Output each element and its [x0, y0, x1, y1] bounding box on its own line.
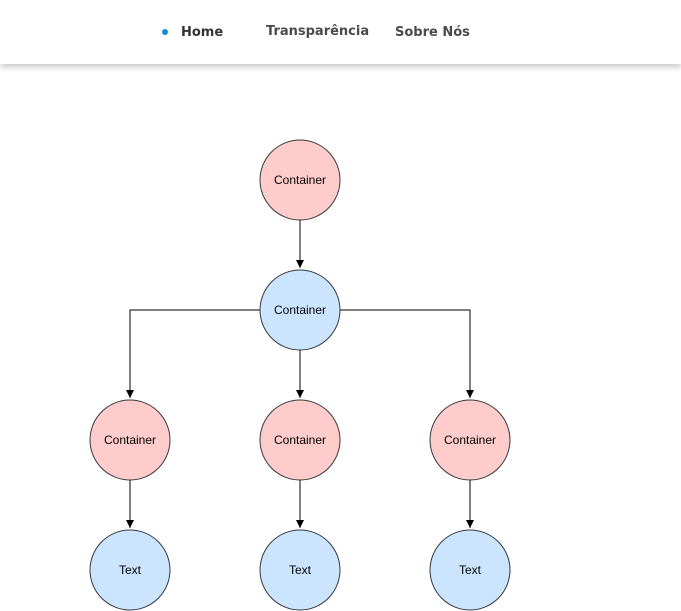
node-right-container: Container — [429, 399, 511, 481]
node-right-container-label: Container — [444, 433, 496, 447]
node-center-text-label: Text — [289, 563, 312, 577]
edge-middle-to-left-container — [126, 309, 260, 398]
node-middle-container: Container — [259, 269, 341, 351]
nav-home-link[interactable]: Home — [181, 24, 224, 40]
nav-sobre-nos-link[interactable]: Sobre Nós — [395, 24, 470, 40]
active-indicator-dot — [162, 29, 168, 35]
node-right-text-label: Text — [459, 563, 482, 577]
edge-middle-to-right-container — [340, 309, 474, 398]
node-left-container-label: Container — [104, 433, 156, 447]
connectors — [126, 220, 474, 528]
node-middle-label: Container — [274, 303, 326, 317]
node-left-container: Container — [89, 399, 171, 481]
node-left-text-label: Text — [119, 563, 142, 577]
nav-transparencia-link[interactable]: Transparência — [266, 23, 370, 39]
node-root-label: Container — [274, 173, 326, 187]
node-root-container: Container — [259, 139, 341, 221]
node-center-container-label: Container — [274, 433, 326, 447]
node-center-text: Text — [259, 529, 341, 611]
node-right-text: Text — [429, 529, 511, 611]
node-left-text: Text — [89, 529, 171, 611]
node-center-container: Container — [259, 399, 341, 481]
top-navigation: Home Transparência Sobre Nós — [0, 0, 681, 64]
